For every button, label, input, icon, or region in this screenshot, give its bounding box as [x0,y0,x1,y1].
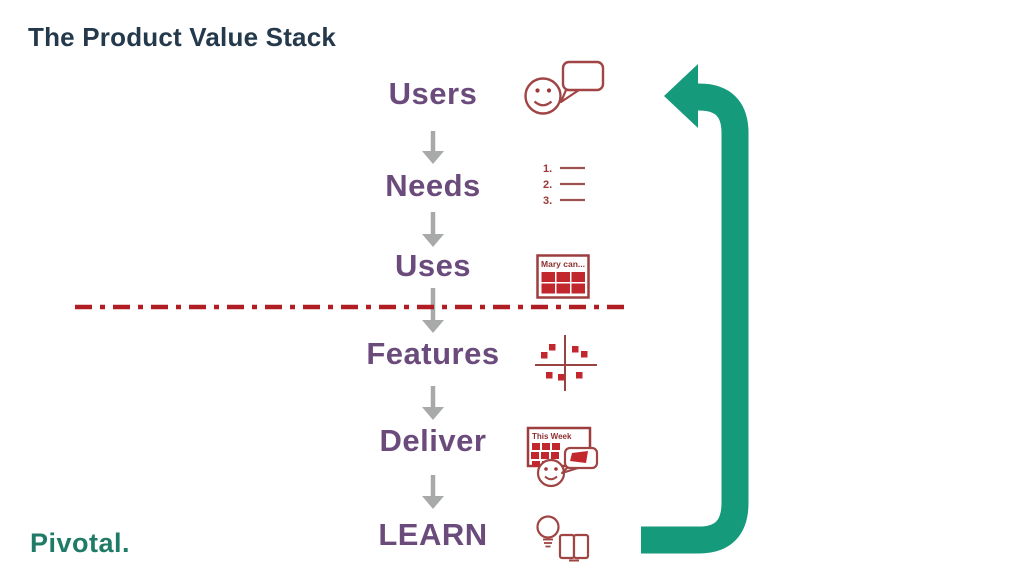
dashed-divider-line [75,304,632,310]
list-number: 2. [543,179,552,191]
stack-label-learn: LEARN [378,517,488,552]
down-arrow-icon [422,386,444,420]
down-arrow-icon [422,212,444,247]
stack-label-features: Features [366,336,500,371]
list-number: 3. [543,195,552,207]
week-board-title: This Week [532,432,572,441]
story-card-icon: Mary can... [536,254,590,299]
stack-label-users: Users [388,76,478,111]
stack-label-deliver: Deliver [379,423,487,458]
stack-label-uses: Uses [394,248,472,283]
smiley-speech-bubble-icon [524,60,605,115]
week-board-icon: This Week [526,426,599,488]
down-arrow-icon [422,288,444,333]
down-arrow-icon [422,475,444,509]
lightbulb-book-icon [536,515,590,562]
pivotal-logo: Pivotal. [30,528,131,558]
down-arrow-icon [422,131,444,164]
slide-title: The Product Value Stack [28,22,337,52]
priority-quadrant-icon [535,335,597,391]
stack-label-needs: Needs [385,168,481,203]
list-number: 1. [543,163,552,175]
numbered-list-icon: 1. 2. 3. [543,163,585,207]
story-card-title: Mary can... [541,259,585,269]
